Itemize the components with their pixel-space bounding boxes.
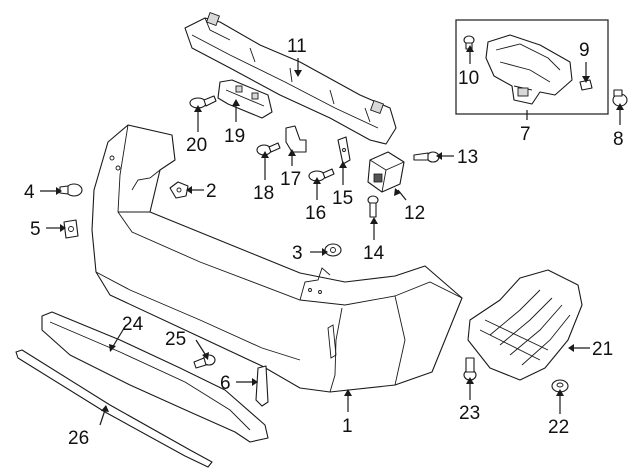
reflector-part-6[interactable] [255,365,269,407]
callout-6: 6 [220,373,231,394]
callout-25: 25 [165,329,186,350]
callout-3: 3 [292,243,303,264]
screw-part-18[interactable] [256,142,281,156]
splash-shield-part-21[interactable] [467,269,583,381]
trim-strip-part-26[interactable] [15,349,213,468]
inset-box-part-7[interactable] [455,19,609,115]
screw-part-10[interactable] [463,35,475,50]
callout-21: 21 [592,339,613,360]
clip-part-3[interactable] [324,243,342,257]
screw-part-14[interactable] [367,195,379,218]
callout-10: 10 [458,68,479,89]
callout-9: 9 [579,40,590,61]
callout-15: 15 [332,188,353,209]
bracket-part-19[interactable] [217,79,273,119]
screw-part-23[interactable] [463,357,477,381]
valance-part-24[interactable] [41,311,269,443]
callout-19: 19 [224,126,245,147]
callout-11: 11 [287,36,307,57]
bracket-part-17[interactable] [285,125,307,153]
arrowheads [56,45,624,412]
mounting-bracket-part-7 [485,34,573,105]
callout-17: 17 [280,169,301,190]
screw-part-13[interactable] [413,151,440,163]
callout-26: 26 [68,428,89,449]
callout-labels: 1 2 3 4 5 6 7 8 9 10 11 12 13 14 15 16 1… [24,36,624,449]
callout-18: 18 [253,183,274,204]
screw-part-16[interactable] [308,168,335,182]
nut-part-2[interactable] [169,181,189,199]
callout-1: 1 [342,416,353,437]
callout-2: 2 [206,181,217,202]
screw-part-20[interactable] [189,95,217,109]
callout-5: 5 [30,219,41,240]
callout-22: 22 [548,417,569,438]
callout-13: 13 [457,147,478,168]
callout-12: 12 [404,203,425,224]
callout-8: 8 [613,129,624,150]
callout-14: 14 [363,243,385,264]
callout-20: 20 [186,135,207,156]
bracket-part-15[interactable] [337,136,351,165]
callout-23: 23 [459,403,480,424]
callout-4: 4 [24,182,35,203]
bumper-cover-part-1[interactable] [91,124,463,393]
callout-7: 7 [520,124,531,145]
clip-part-5[interactable] [63,219,79,239]
reinforcement-bar-part-11[interactable] [184,12,397,145]
callout-24: 24 [122,314,144,335]
screw-part-4[interactable] [59,183,83,197]
callout-16: 16 [305,203,326,224]
module-part-12[interactable] [367,151,405,193]
leader-lines [40,50,621,426]
